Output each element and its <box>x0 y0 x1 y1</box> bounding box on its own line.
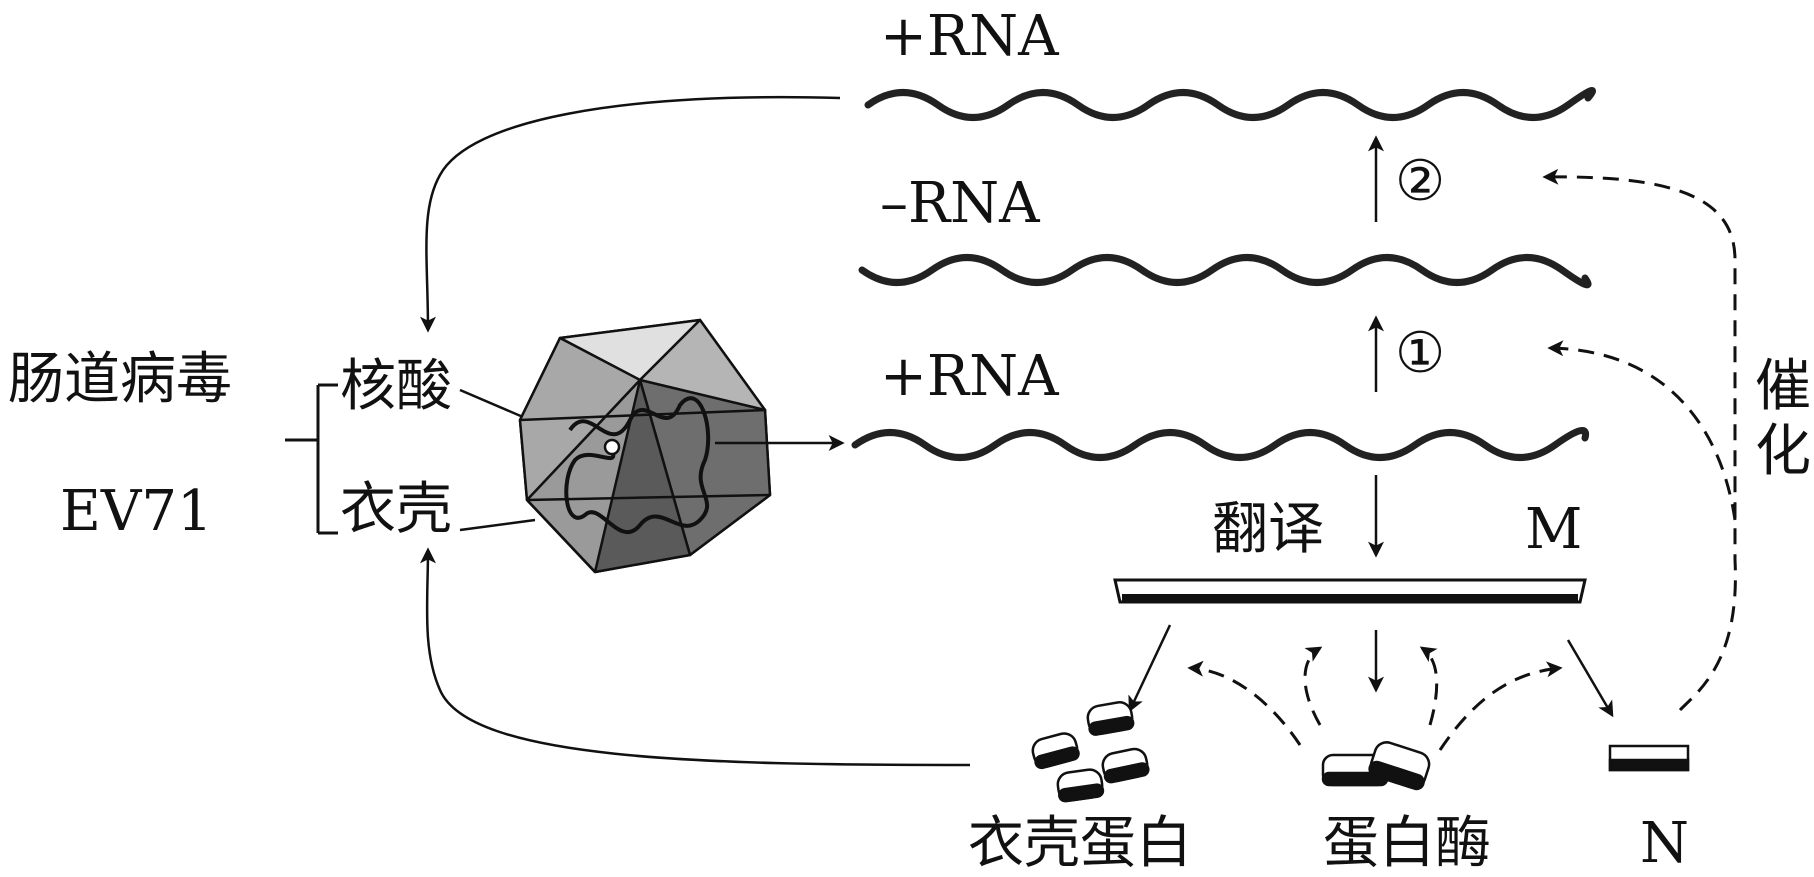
genome-rna-squiggle <box>564 396 711 535</box>
protease-label: 蛋白酶 <box>1323 811 1491 876</box>
n-protein-piece <box>1608 744 1690 772</box>
capsid-protein-pieces <box>1031 701 1150 803</box>
rna-middle-label: –RNA <box>880 171 1040 236</box>
rna-strand-top-wave <box>864 87 1596 121</box>
n-catalysis-dashed-arrows <box>1542 168 1737 712</box>
protease-pieces <box>1321 741 1431 791</box>
rna-strand-bottom-wave <box>851 427 1590 461</box>
catalysis-label-char-2: 化 <box>1755 419 1811 484</box>
virus-particle <box>518 318 772 574</box>
rna-to-nucleic-acid-arrow <box>419 95 841 333</box>
rna-top-label: +RNA <box>880 4 1059 69</box>
catalysis-label-char-1: 催 <box>1755 354 1811 419</box>
translation-label: 翻译 <box>1212 497 1324 562</box>
cleavage-arrows <box>1128 624 1614 718</box>
step1-label: ① <box>1395 321 1445 386</box>
rna-strand-middle-wave <box>858 254 1592 289</box>
capsid-label: 衣壳 <box>340 477 452 542</box>
polyprotein-m-bar <box>1113 578 1587 604</box>
virus-code-label: EV71 <box>60 479 213 544</box>
n-label: N <box>1640 811 1689 876</box>
protease-catalysis-dashed-arrows <box>1187 646 1563 751</box>
step2-label: ② <box>1395 149 1445 214</box>
nucleic-acid-label: 核酸 <box>340 354 452 419</box>
capsid-protein-label: 衣壳蛋白 <box>968 811 1192 876</box>
rna-bottom-label: +RNA <box>880 344 1059 409</box>
virus-name-label: 肠道病毒 <box>8 347 232 412</box>
composition-bracket <box>285 383 338 535</box>
capsid-protein-to-capsid-arrow <box>419 547 971 767</box>
m-label: M <box>1525 497 1582 562</box>
